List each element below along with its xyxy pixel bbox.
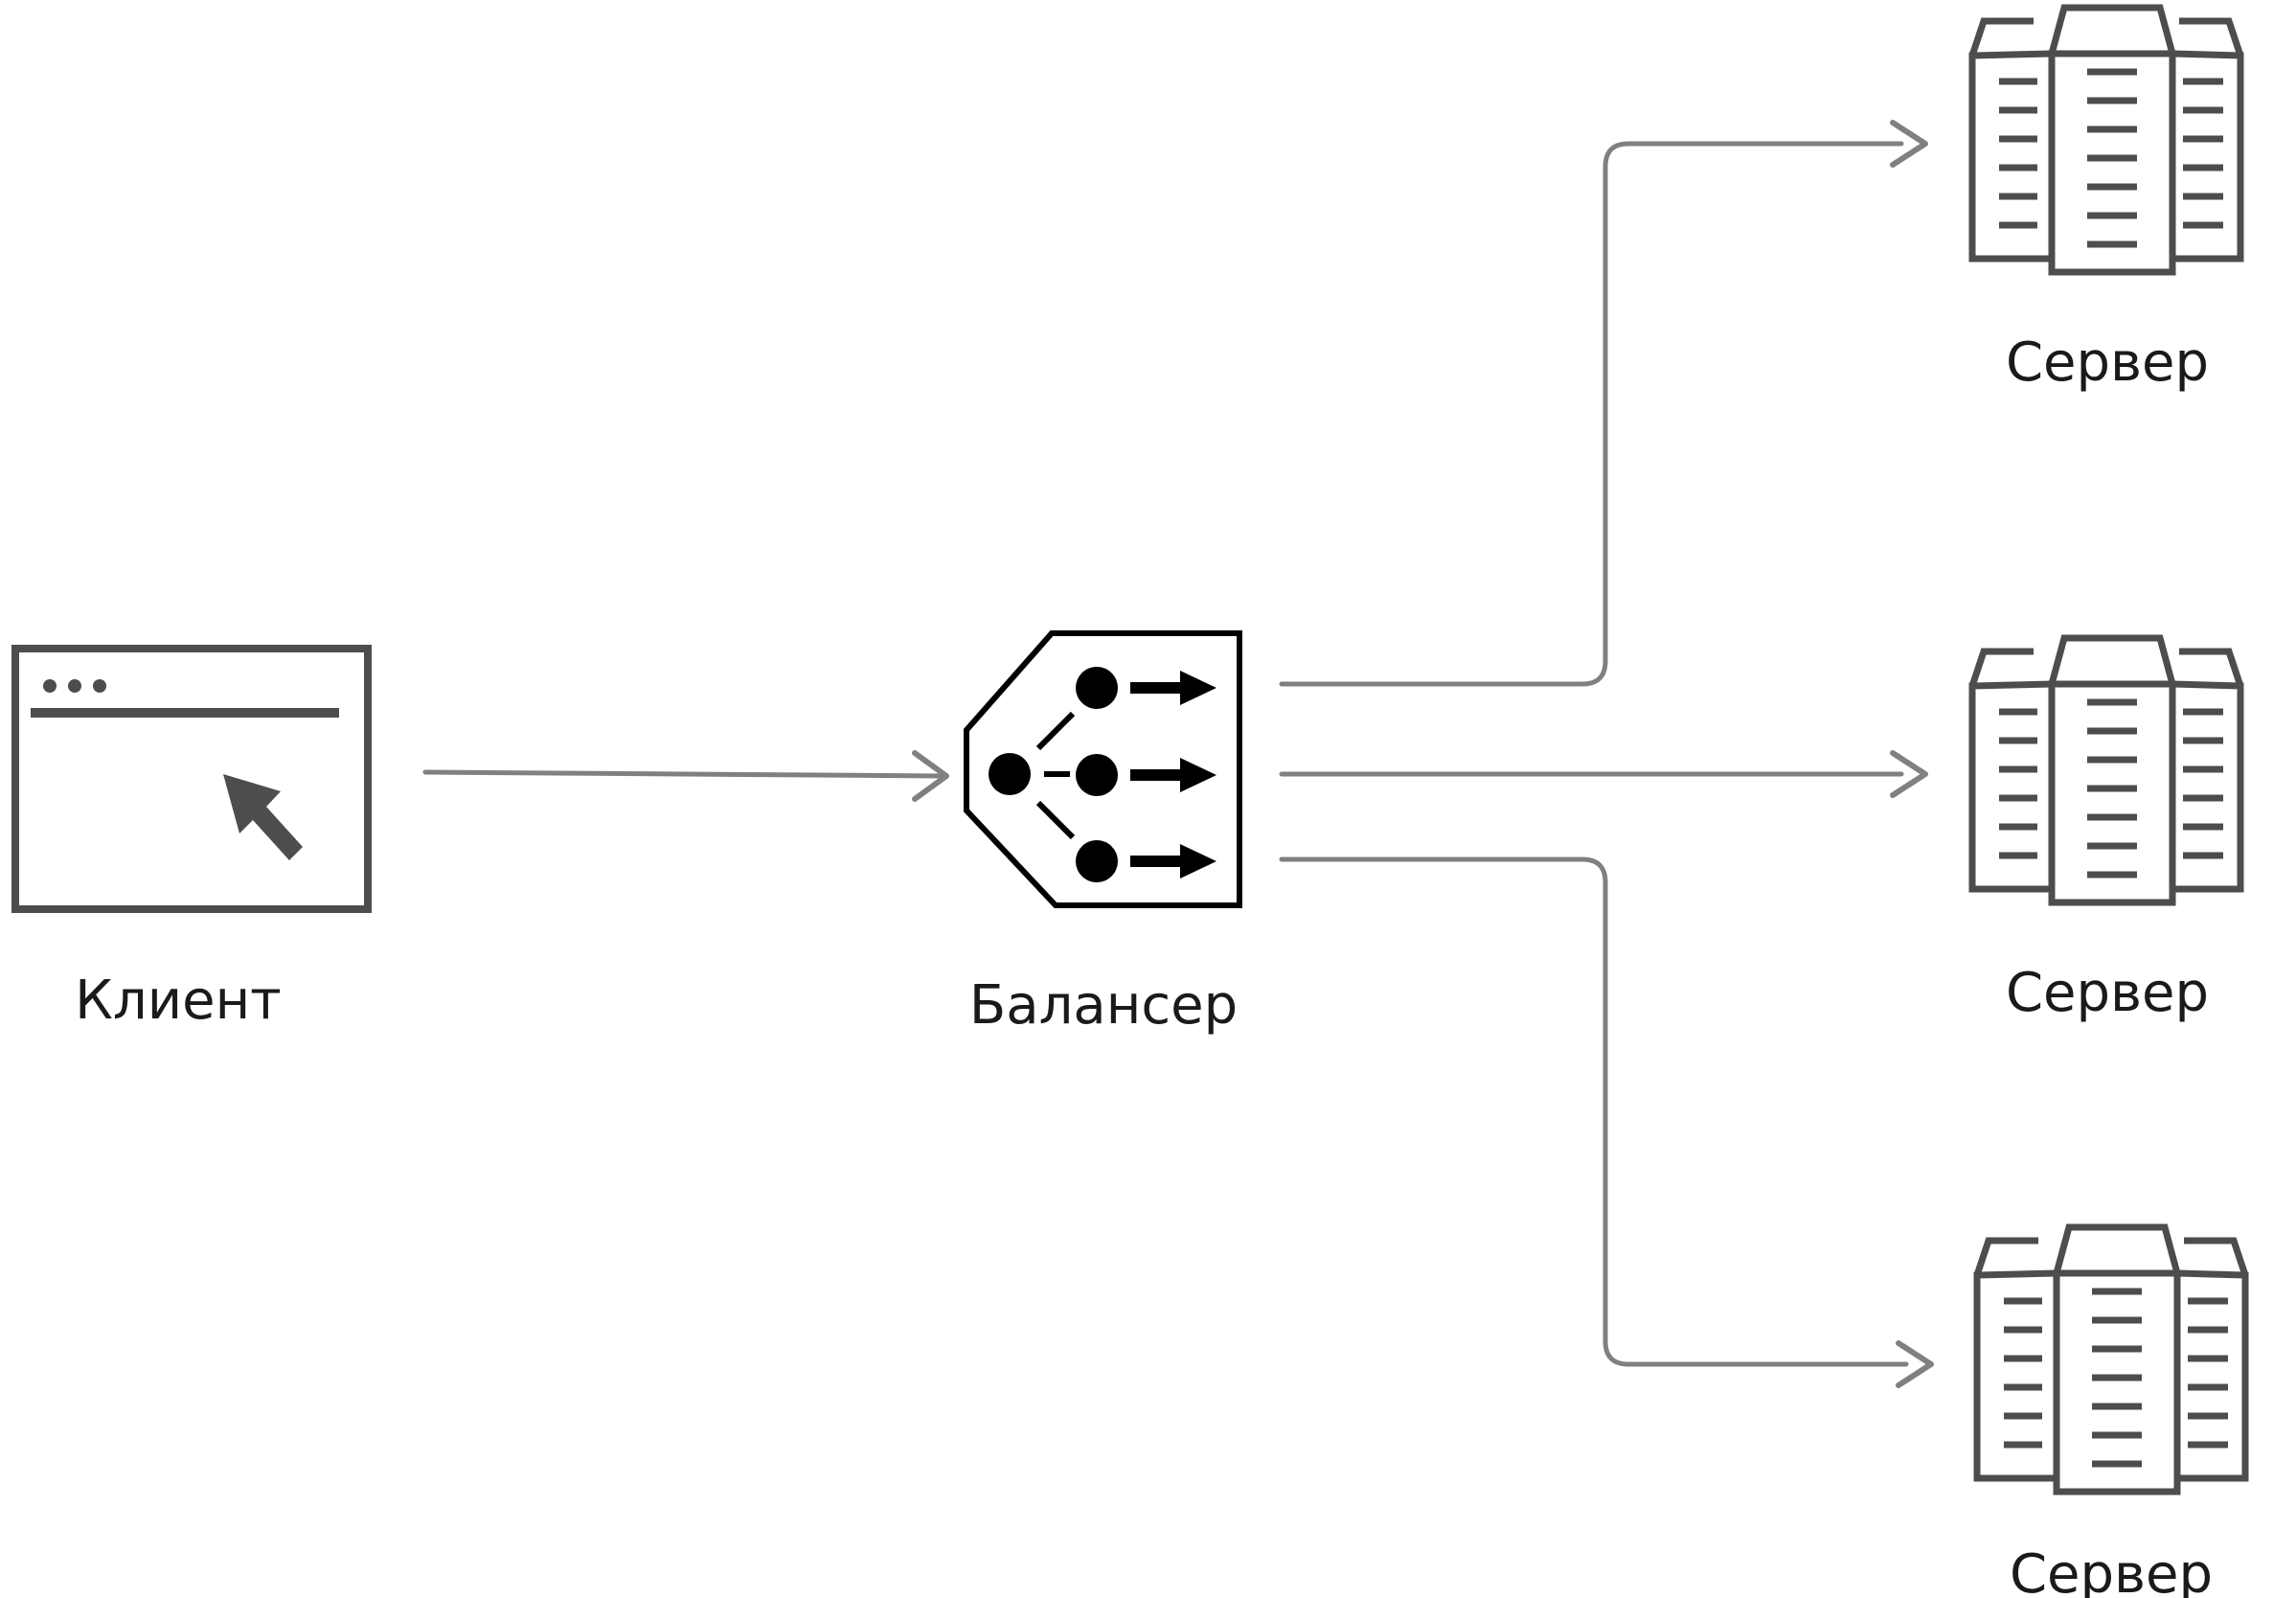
load-balancer-icon	[964, 630, 1242, 908]
server-node-2: Сервер	[1972, 638, 2240, 1024]
client-label: Клиент	[75, 970, 282, 1032]
browser-window-icon	[11, 645, 372, 913]
cursor-icon	[223, 774, 303, 860]
connector-balancer-server-1	[1279, 120, 1928, 687]
server-label: Сервер	[2006, 331, 2209, 394]
client-node: Клиент	[11, 645, 372, 1032]
connector-client-balancer	[422, 750, 949, 802]
connector-balancer-server-2	[1279, 750, 1928, 798]
connector-balancer-server-3	[1279, 856, 1934, 1388]
balancer-label: Балансер	[969, 974, 1238, 1037]
arrowhead-icon	[1896, 1340, 1934, 1388]
server-node-1: Сервер	[1972, 8, 2240, 394]
server-node-3: Сервер	[1977, 1227, 2245, 1598]
server-label: Сервер	[2010, 1543, 2213, 1598]
arrowhead-icon	[1890, 120, 1928, 168]
server-icon	[1977, 1227, 2245, 1492]
server-icon	[1972, 8, 2240, 272]
server-icon	[1972, 638, 2240, 902]
arrowhead-icon	[1890, 750, 1928, 798]
server-label: Сервер	[2006, 962, 2209, 1024]
arrowhead-icon	[912, 750, 949, 802]
balancer-node: Балансер	[964, 630, 1242, 1037]
